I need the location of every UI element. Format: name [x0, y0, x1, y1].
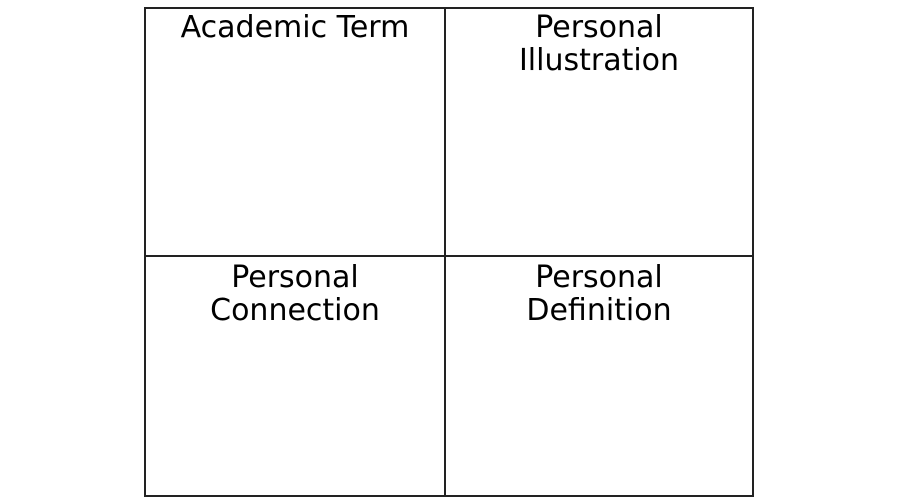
personal-illustration-box: Personal Illustration — [446, 9, 752, 257]
personal-definition-label: Personal Definition — [526, 260, 672, 328]
personal-connection-box: Personal Connection — [146, 257, 446, 495]
academic-term-label: Academic Term — [180, 10, 410, 45]
four-square-organizer: Academic Term Personal Illustration Pers… — [144, 7, 754, 497]
academic-term-box: Academic Term — [146, 9, 446, 257]
personal-illustration-label: Personal Illustration — [518, 10, 680, 78]
personal-definition-box: Personal Definition — [446, 257, 752, 495]
personal-connection-label: Personal Connection — [210, 260, 380, 328]
